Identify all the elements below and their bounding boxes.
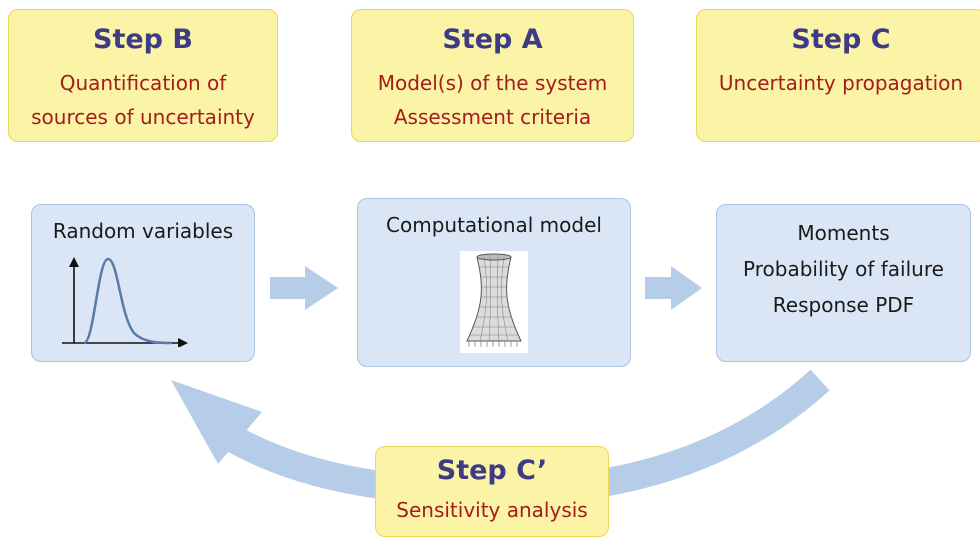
- computational-model-box: Computational model: [357, 198, 631, 367]
- step-c-prime-box: Step C’ Sensitivity analysis: [375, 446, 609, 537]
- step-a-title: Step A: [442, 24, 543, 55]
- arrow-rv-to-model: [270, 266, 338, 310]
- step-b-line-2: sources of uncertainty: [31, 105, 255, 129]
- random-variables-box: Random variables: [31, 204, 255, 362]
- arrow-model-to-outputs: [645, 266, 702, 310]
- step-c-prime-title: Step C’: [436, 455, 548, 486]
- feedback-arrow-head: [171, 380, 262, 464]
- random-variables-label: Random variables: [52, 219, 234, 243]
- step-a-line-1: Model(s) of the system: [377, 71, 608, 95]
- step-b-box: Step B Quantification of sources of unce…: [8, 9, 278, 142]
- step-b-title: Step B: [93, 24, 193, 55]
- step-c-title: Step C: [791, 24, 891, 55]
- pdf-curve-icon: [62, 257, 188, 347]
- step-b-line-1: Quantification of: [59, 71, 227, 95]
- output-response-pdf: Response PDF: [772, 293, 915, 317]
- step-a-box: Step A Model(s) of the system Assessment…: [351, 9, 634, 142]
- outputs-box: Moments Probability of failure Response …: [716, 204, 971, 362]
- output-probability-of-failure: Probability of failure: [743, 257, 944, 281]
- step-c-box: Step C Uncertainty propagation: [696, 9, 980, 142]
- step-a-line-2: Assessment criteria: [393, 105, 592, 129]
- computational-model-label: Computational model: [386, 213, 602, 237]
- step-c-line-1: Uncertainty propagation: [718, 71, 964, 95]
- cooling-tower-mesh-icon: [460, 251, 528, 353]
- output-moments: Moments: [797, 221, 890, 245]
- step-c-prime-line-1: Sensitivity analysis: [396, 498, 588, 522]
